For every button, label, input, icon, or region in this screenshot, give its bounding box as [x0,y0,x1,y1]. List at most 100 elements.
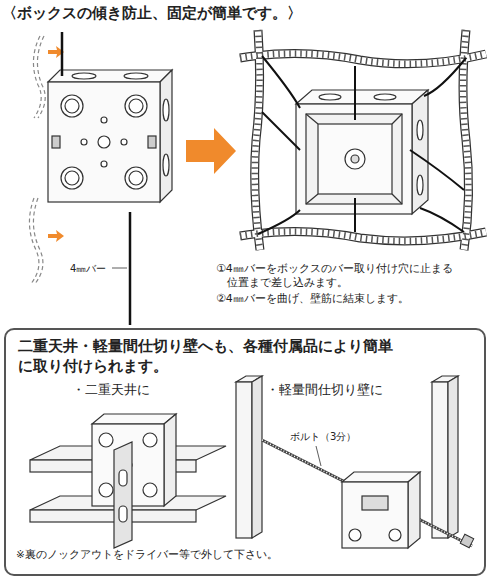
ceiling-channel [30,510,196,522]
partition-box [362,496,388,510]
partition-box [408,472,420,548]
tie-wire [354,198,356,232]
mounted-box [306,114,318,124]
outlet-box [124,73,148,79]
outlet-box [81,139,87,145]
tie-wire [410,150,464,190]
mounted-box [417,120,423,140]
mounted-box [319,94,341,100]
rebar [240,30,486,250]
direction-arrow-small [48,230,64,242]
rebar [240,30,486,250]
tie-wire [262,112,300,150]
ceiling-box [92,414,176,424]
outlet-box [125,95,147,117]
partition-box [342,472,420,548]
mounted-box [318,124,392,194]
nut [460,534,473,547]
wall-rebar-dashed [33,36,41,118]
footnote: ※裏のノックアウトをドライバー等で外して下さい。 [16,548,278,562]
steel-bar [61,32,64,76]
mounted-box [374,94,396,100]
partition-box [349,529,401,541]
outlet-box [163,154,169,176]
outlet-box [65,171,79,185]
outlet-box [121,139,127,145]
wall-rebar-dashed [33,198,42,285]
rebar [255,30,260,250]
rebar [240,30,486,250]
section-label: ・軽量間仕切り壁に [266,382,383,399]
wall-rebar-dashed [29,36,45,285]
section-label: ・二重天井に [72,382,150,399]
outlet-box [125,167,147,189]
tie-wire [420,208,464,232]
nut [460,534,473,547]
tie-wire [262,56,300,108]
stud [448,376,458,538]
rebar [240,30,486,250]
rebar [240,231,486,240]
outlet-box [52,136,60,148]
ceiling-box [143,483,157,497]
outlet-box [48,70,172,82]
mounted-box [351,155,359,163]
panel-heading: 二重天井・軽量間仕切り壁へも、各種付属品により簡単に取り付けられます。 [18,337,403,376]
outlet-box [48,82,160,202]
rebar [463,30,469,250]
outlet-box [72,73,96,79]
stud [236,382,252,538]
rebar [240,53,486,63]
mounted-box [392,194,402,204]
outlet-box [61,95,83,117]
mounted-box [306,114,402,204]
ceiling-box [164,414,176,506]
steel-bar [62,32,130,325]
stud [252,376,262,538]
hanger-bracket [114,442,132,548]
mounted-box [306,194,318,204]
partition-box [342,482,408,548]
rebar [240,231,486,240]
outlet-box [98,136,110,148]
mounted-box [296,104,412,214]
outlet-box [129,99,143,113]
outlet-box [61,73,169,189]
note-panel: 二重天井・軽量間仕切り壁へも、各種付属品により簡単に取り付けられます。 [4,328,486,576]
tie-wire [258,56,466,234]
hanger-bracket [119,470,127,486]
step-note: ②4㎜バーを曲げ、壁筋に結束します。 [216,292,457,306]
outlet-box [163,99,169,121]
mounted-box [296,90,428,214]
ceiling-box [143,433,157,447]
mounted-box [296,90,428,104]
leader-line [112,268,127,269]
stud [432,382,448,538]
title: 〈ボックスの傾き防止、固定が簡単です。〉 [2,4,302,24]
hanger-bracket [114,442,132,548]
step-note: ①4㎜バーをボックスのバー取り付け穴に止まる位置まで差し込みます。 [216,262,457,291]
outlet-box [48,70,172,202]
mounted-box [345,149,365,169]
tie-wire [424,58,466,96]
rebar [255,30,260,250]
outlet-box [61,167,83,189]
mounted-box [417,175,423,195]
outlet-box [129,171,143,185]
rebar [240,53,486,63]
tie-wire [354,66,356,120]
rebar [463,30,469,250]
part-label: ボルト（3分） [290,430,356,443]
rebar [463,30,469,250]
outlet-box [160,70,172,202]
rebar [240,231,486,240]
steel-bar [129,212,132,325]
outlet-box [148,136,156,148]
mounted-box [319,94,423,195]
tie-wire [258,210,300,234]
leader-line [316,446,321,466]
outlet-box [65,99,79,113]
outlet-box [101,117,107,123]
part-label: 4㎜バー [70,262,106,275]
